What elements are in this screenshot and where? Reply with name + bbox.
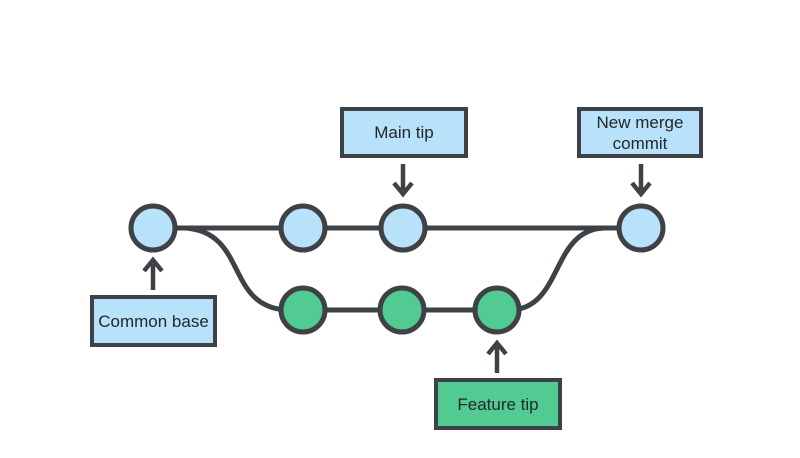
label-feature-tip: Feature tip	[434, 378, 562, 430]
commit-node-main-tip	[378, 203, 428, 253]
arrow-down-merge-commit	[630, 164, 652, 198]
commit-node-common-base	[128, 203, 178, 253]
label-new-merge-commit: New merge commit	[577, 107, 703, 158]
commit-node-feature-tip	[472, 285, 522, 335]
commit-node-feature-2	[377, 285, 427, 335]
arrow-up-feature-tip	[486, 339, 508, 373]
arrow-down-main-tip	[392, 164, 414, 198]
merge-in-curve	[511, 225, 605, 313]
label-main-tip: Main tip	[340, 107, 468, 158]
commit-node-merge-commit	[616, 203, 666, 253]
label-common-base: Common base	[90, 295, 217, 347]
branch-out-curve	[184, 225, 288, 313]
commit-node-main-2	[278, 203, 328, 253]
arrow-up-common-base	[142, 256, 164, 290]
commit-node-feature-1	[278, 285, 328, 335]
